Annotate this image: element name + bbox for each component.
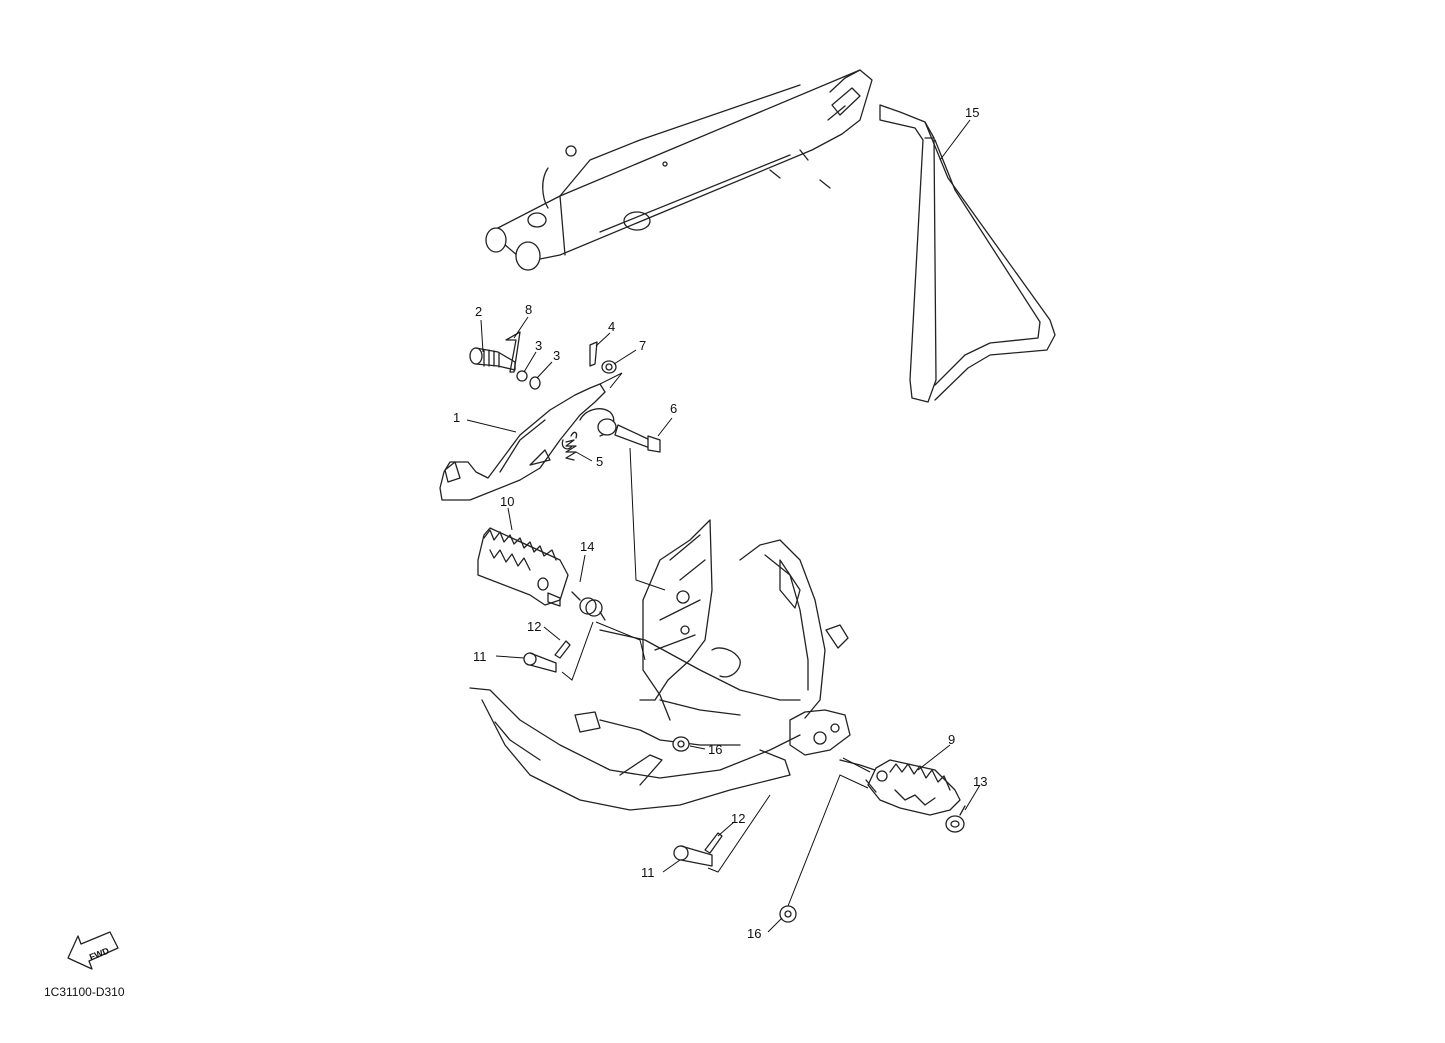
diagram-code: 1C31100-D310 [44, 985, 125, 999]
brake-pedal [439, 383, 617, 501]
callouts: 1 2 3 3 4 5 6 7 8 9 10 11 11 12 12 13 14… [453, 105, 987, 941]
callout-8: 8 [525, 302, 532, 317]
leader-lines [466, 119, 981, 933]
swingarm [485, 69, 873, 271]
washer-16-lower [779, 905, 797, 923]
nut-7 [601, 360, 617, 374]
stand [879, 104, 1056, 403]
bolt-6 [614, 424, 661, 453]
callout-6: 6 [670, 401, 677, 416]
callout-10: 10 [500, 494, 514, 509]
spring-13 [945, 805, 966, 833]
callout-14: 14 [580, 539, 594, 554]
callout-3b: 3 [553, 348, 560, 363]
callout-3a: 3 [535, 338, 542, 353]
callout-16a: 16 [708, 742, 722, 757]
washer-3a [516, 370, 528, 382]
pin-11-right [673, 845, 713, 867]
pin-11-left [523, 652, 557, 673]
washer-16-upper [672, 736, 690, 752]
callout-5: 5 [596, 454, 603, 469]
shaft-2 [469, 347, 516, 371]
callout-11b: 11 [641, 865, 655, 880]
fwd-label: FWD [88, 945, 111, 962]
callout-4: 4 [608, 319, 615, 334]
footrest-9 [865, 759, 961, 816]
spring-14 [571, 591, 606, 621]
pin-4 [589, 341, 598, 367]
callout-9: 9 [948, 732, 955, 747]
callout-2: 2 [475, 304, 482, 319]
callout-11a: 11 [473, 649, 487, 664]
clip-12-left [554, 640, 571, 659]
callout-7: 7 [639, 338, 646, 353]
spring-5 [565, 431, 578, 461]
washer-3b [529, 376, 541, 390]
callout-16b: 16 [747, 926, 761, 941]
clip-12-right [704, 832, 723, 854]
callout-15: 15 [965, 105, 979, 120]
frame [469, 519, 876, 811]
fwd-arrow-icon: FWD [67, 931, 119, 970]
callout-1: 1 [453, 410, 460, 425]
callout-13: 13 [973, 774, 987, 789]
cotter-pin-8 [505, 331, 521, 373]
callout-12a: 12 [527, 619, 541, 634]
callout-12b: 12 [731, 811, 745, 826]
footrest-10 [477, 527, 569, 607]
